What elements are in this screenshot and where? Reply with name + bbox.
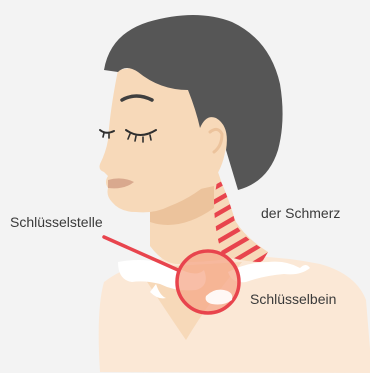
label-pain: der Schmerz [261,206,340,220]
label-clavicle-point: Schlüsselstelle [10,215,103,229]
label-clavicle: Schlüsselbein [250,292,336,306]
clavicle-highlight-circle [177,251,239,313]
